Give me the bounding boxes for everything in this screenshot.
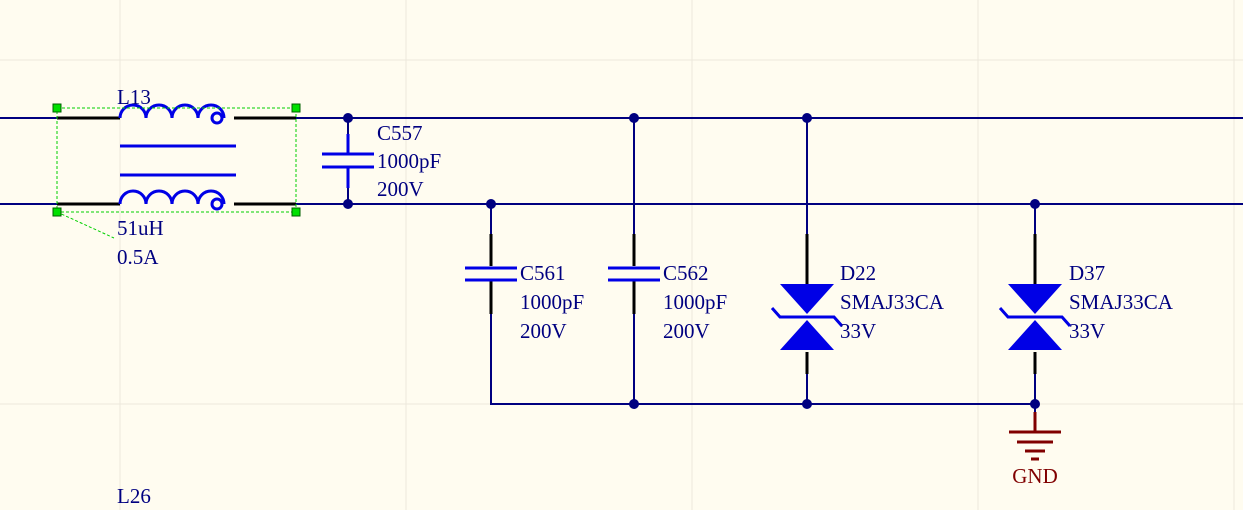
capacitor-C562[interactable]: [608, 234, 660, 314]
gnd-label: GND: [1012, 464, 1058, 488]
selection-handle[interactable]: [291, 103, 301, 113]
junction-dot: [343, 113, 353, 123]
tvs-diode-D37[interactable]: [998, 234, 1072, 374]
tvs-diode-D22[interactable]: [770, 234, 844, 374]
value-C557: 1000pF: [377, 149, 441, 173]
junction-dot: [629, 113, 639, 123]
capacitor-C561[interactable]: [465, 234, 517, 314]
junction-dot: [629, 399, 639, 409]
gnd-symbol[interactable]: [1009, 412, 1061, 461]
selection-handle[interactable]: [52, 207, 62, 217]
inductor-L13[interactable]: [52, 103, 301, 239]
designator-L13: L13: [117, 85, 151, 109]
designator-D22: D22: [840, 261, 876, 285]
part-D37: SMAJ33CA: [1069, 290, 1174, 314]
designator-C561: C561: [520, 261, 566, 285]
rating-C562: 200V: [663, 319, 710, 343]
junction-dot: [343, 199, 353, 209]
rating-D37: 33V: [1069, 319, 1105, 343]
rating-C557: 200V: [377, 177, 424, 201]
part-D22: SMAJ33CA: [840, 290, 945, 314]
designator-C557: C557: [377, 121, 423, 145]
selection-handle[interactable]: [52, 103, 62, 113]
junction-dot: [1030, 199, 1040, 209]
junction-dot: [486, 199, 496, 209]
value-C562: 1000pF: [663, 290, 727, 314]
value-C561: 1000pF: [520, 290, 584, 314]
junction-dot: [802, 399, 812, 409]
wires: [0, 117, 1243, 432]
junctions: [343, 113, 1040, 409]
value-L13: 51uH: [117, 216, 164, 240]
designator-D37: D37: [1069, 261, 1105, 285]
rating-D22: 33V: [840, 319, 876, 343]
rating-C561: 200V: [520, 319, 567, 343]
junction-dot: [1030, 399, 1040, 409]
designator-L26: L26: [117, 484, 151, 508]
junction-dot: [802, 113, 812, 123]
selection-box: [52, 103, 301, 239]
rating-L13: 0.5A: [117, 245, 159, 269]
capacitor-C557[interactable]: [322, 134, 374, 188]
designator-C562: C562: [663, 261, 709, 285]
selection-handle[interactable]: [291, 207, 301, 217]
